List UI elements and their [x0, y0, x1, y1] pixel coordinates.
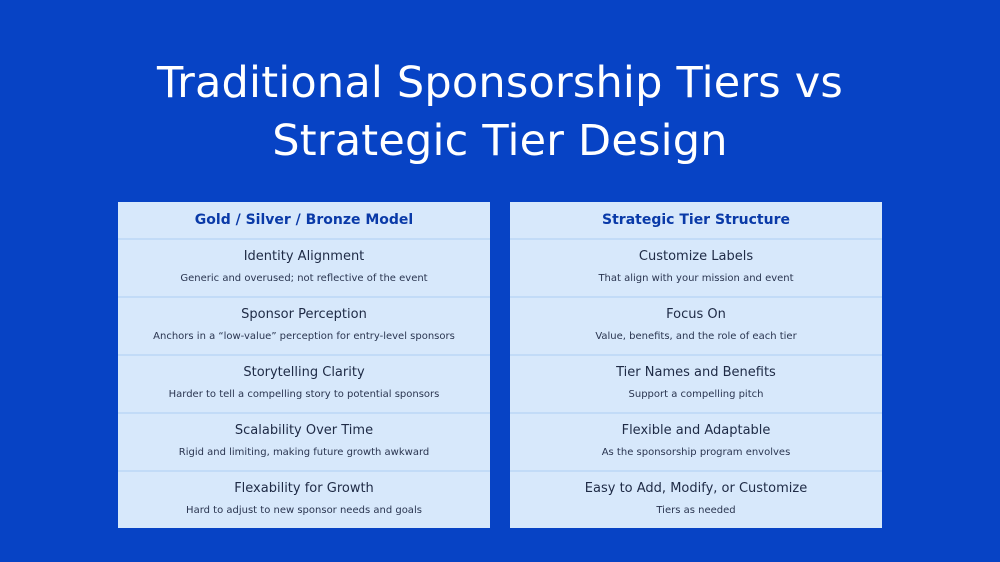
strategic-row: Focus On Value, benefits, and the role o… — [510, 298, 882, 354]
strategic-row: Customize Labels That align with your mi… — [510, 240, 882, 296]
row-description: Generic and overused; not reflective of … — [180, 273, 428, 284]
page-title: Traditional Sponsorship Tiers vs Strateg… — [0, 54, 1000, 170]
row-title: Identity Alignment — [243, 249, 365, 264]
traditional-row: Storytelling Clarity Harder to tell a co… — [118, 356, 490, 412]
traditional-tiers-table: Gold / Silver / Bronze Model Identity Al… — [118, 202, 490, 528]
strategic-row: Easy to Add, Modify, or Customize Tiers … — [510, 472, 882, 528]
strategic-row: Flexible and Adaptable As the sponsorshi… — [510, 414, 882, 470]
row-description: Harder to tell a compelling story to pot… — [168, 389, 440, 400]
row-description: Rigid and limiting, making future growth… — [178, 447, 430, 458]
traditional-row: Identity Alignment Generic and overused;… — [118, 240, 490, 296]
traditional-row: Sponsor Perception Anchors in a “low-val… — [118, 298, 490, 354]
row-description: As the sponsorship program envolves — [601, 447, 791, 458]
row-description: Tiers as needed — [656, 505, 736, 516]
page-title-line-2: Strategic Tier Design — [272, 116, 728, 166]
traditional-row: Flexability for Growth Hard to adjust to… — [118, 472, 490, 528]
row-title: Flexible and Adaptable — [621, 423, 771, 438]
row-description: That align with your mission and event — [598, 273, 794, 284]
row-description: Support a compelling pitch — [628, 389, 764, 400]
strategic-tiers-header: Strategic Tier Structure — [510, 202, 882, 238]
strategic-row: Tier Names and Benefits Support a compel… — [510, 356, 882, 412]
row-description: Hard to adjust to new sponsor needs and … — [186, 505, 422, 516]
row-title: Sponsor Perception — [241, 307, 367, 322]
row-title: Tier Names and Benefits — [616, 365, 776, 380]
row-title: Focus On — [666, 307, 726, 322]
row-title: Customize Labels — [638, 249, 754, 264]
row-description: Value, benefits, and the role of each ti… — [595, 331, 797, 342]
row-title: Easy to Add, Modify, or Customize — [584, 481, 808, 496]
strategic-tiers-table: Strategic Tier Structure Customize Label… — [510, 202, 882, 528]
traditional-row: Scalability Over Time Rigid and limiting… — [118, 414, 490, 470]
page-title-line-1: Traditional Sponsorship Tiers vs — [156, 58, 843, 108]
row-title: Scalability Over Time — [234, 423, 374, 438]
traditional-tiers-header: Gold / Silver / Bronze Model — [118, 202, 490, 238]
row-title: Flexability for Growth — [234, 481, 374, 496]
row-title: Storytelling Clarity — [243, 365, 365, 380]
row-description: Anchors in a “low-value” perception for … — [153, 331, 455, 342]
